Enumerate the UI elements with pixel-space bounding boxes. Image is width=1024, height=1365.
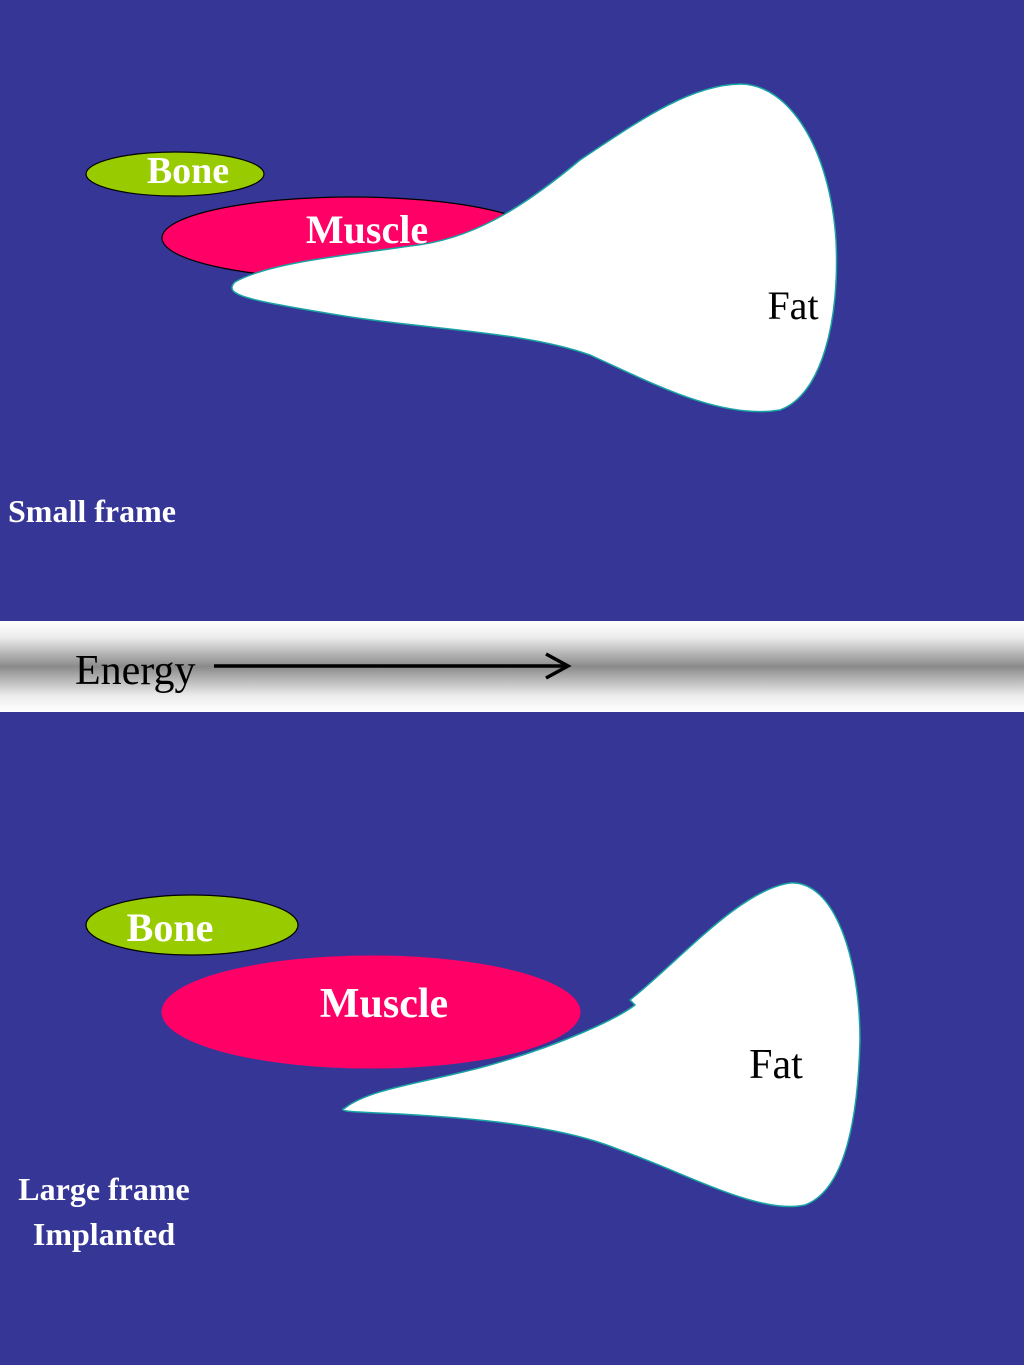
top-panel: Bone Muscle Fat Small frame: [8, 83, 838, 529]
bottom-muscle-label: Muscle: [320, 981, 448, 1027]
energy-label: Energy: [75, 648, 196, 694]
bottom-caption-line2: Implanted: [33, 1216, 175, 1252]
right-arrow-icon: [214, 652, 572, 680]
top-bone-label: Bone: [147, 150, 229, 192]
bottom-fat-label: Fat: [749, 1042, 803, 1088]
bottom-bone-label: Bone: [127, 905, 214, 950]
top-caption: Small frame: [8, 493, 176, 529]
bottom-panel: Bone Muscle Fat Large frame Implanted: [18, 882, 861, 1252]
bottom-caption-line1: Large frame: [18, 1171, 189, 1207]
top-fat-label: Fat: [767, 283, 818, 328]
bottom-bone-shape: [85, 894, 299, 956]
top-bone-shape: [85, 151, 265, 197]
top-muscle-label: Muscle: [306, 207, 428, 252]
energy-band: Energy: [0, 621, 1024, 712]
bottom-fat-shape: [342, 882, 861, 1208]
bottom-muscle-shape: [161, 955, 581, 1069]
top-fat-shape: [231, 83, 838, 413]
